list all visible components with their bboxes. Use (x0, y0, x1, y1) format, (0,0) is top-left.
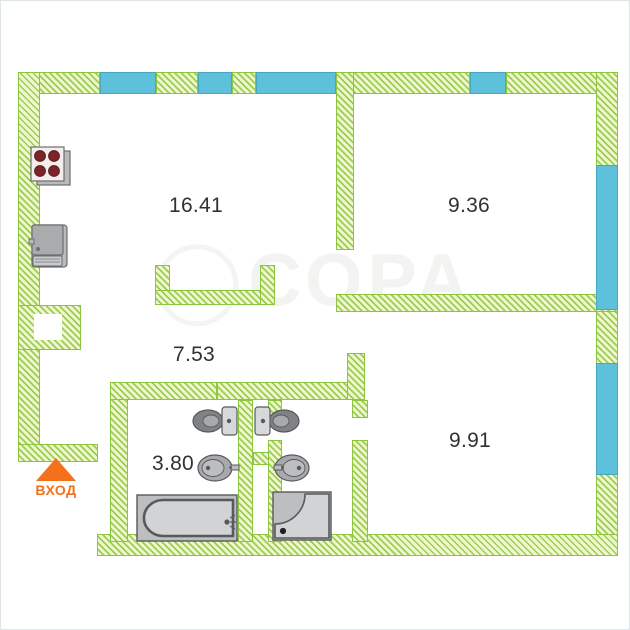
wall-hall-bottom-left (18, 444, 98, 462)
washbasin-icon (196, 448, 240, 488)
wall-hall-corner-drop (347, 353, 365, 400)
toilet-icon (192, 404, 240, 438)
window-right-2 (596, 363, 618, 475)
wall-bathroom-divider (238, 400, 253, 542)
wall-right-a (596, 72, 618, 167)
wall-partition-vertical-top (336, 72, 354, 250)
entrance-label: ВХОД (35, 482, 77, 498)
wall-top-right-b (506, 72, 618, 94)
window-right-1 (596, 165, 618, 310)
room-area-label-16-41: 16.41 (168, 194, 224, 217)
wall-u-base (155, 290, 275, 305)
niche-opening (34, 314, 62, 340)
washbasin-icon (273, 448, 317, 488)
room-area-label-7-53: 7.53 (172, 343, 216, 366)
wall-top-right-a (336, 72, 470, 94)
shower-tray-icon (272, 491, 332, 541)
wall-under-bedroom-top-right (336, 294, 618, 312)
wall-bedroom-bottom-left (352, 440, 368, 542)
entrance-marker: ВХОД (21, 458, 91, 498)
room-area-label-9-91: 9.91 (448, 429, 492, 452)
window-top-2 (198, 72, 232, 94)
wall-u-right-leg (260, 265, 275, 305)
room-area-label-9-36: 9.36 (447, 194, 491, 217)
wall-right-b (596, 308, 618, 365)
wall-hall-top-right (217, 382, 365, 400)
wall-bathroom-top (110, 382, 217, 400)
window-top-4 (470, 72, 506, 94)
window-top-1 (100, 72, 156, 94)
toilet-icon (252, 404, 300, 438)
stove-icon (29, 146, 73, 188)
wall-bathroom-left (110, 382, 128, 542)
room-area-label-3-80: 3.80 (151, 452, 195, 475)
kitchen-sink-icon (28, 223, 73, 271)
wall-bedroom-bottom-left-stub (352, 400, 368, 418)
bathtub-icon (136, 494, 238, 542)
watermark: СОРА (156, 237, 473, 327)
triangle-up-icon (36, 458, 76, 481)
wall-top-left-b (156, 72, 198, 94)
window-top-3 (256, 72, 336, 94)
wall-top-left-c (232, 72, 256, 94)
